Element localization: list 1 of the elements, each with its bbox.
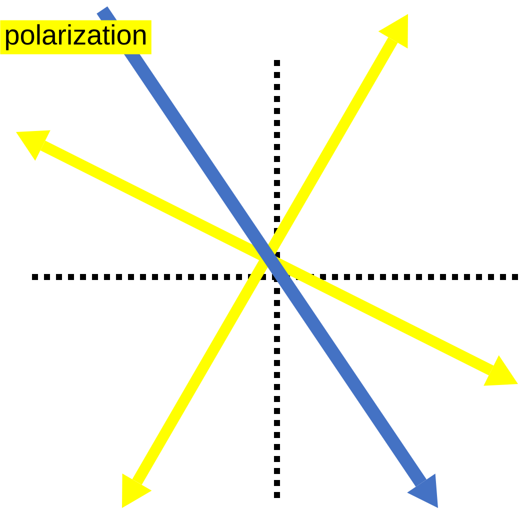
polarization-label: polarization: [0, 20, 152, 54]
